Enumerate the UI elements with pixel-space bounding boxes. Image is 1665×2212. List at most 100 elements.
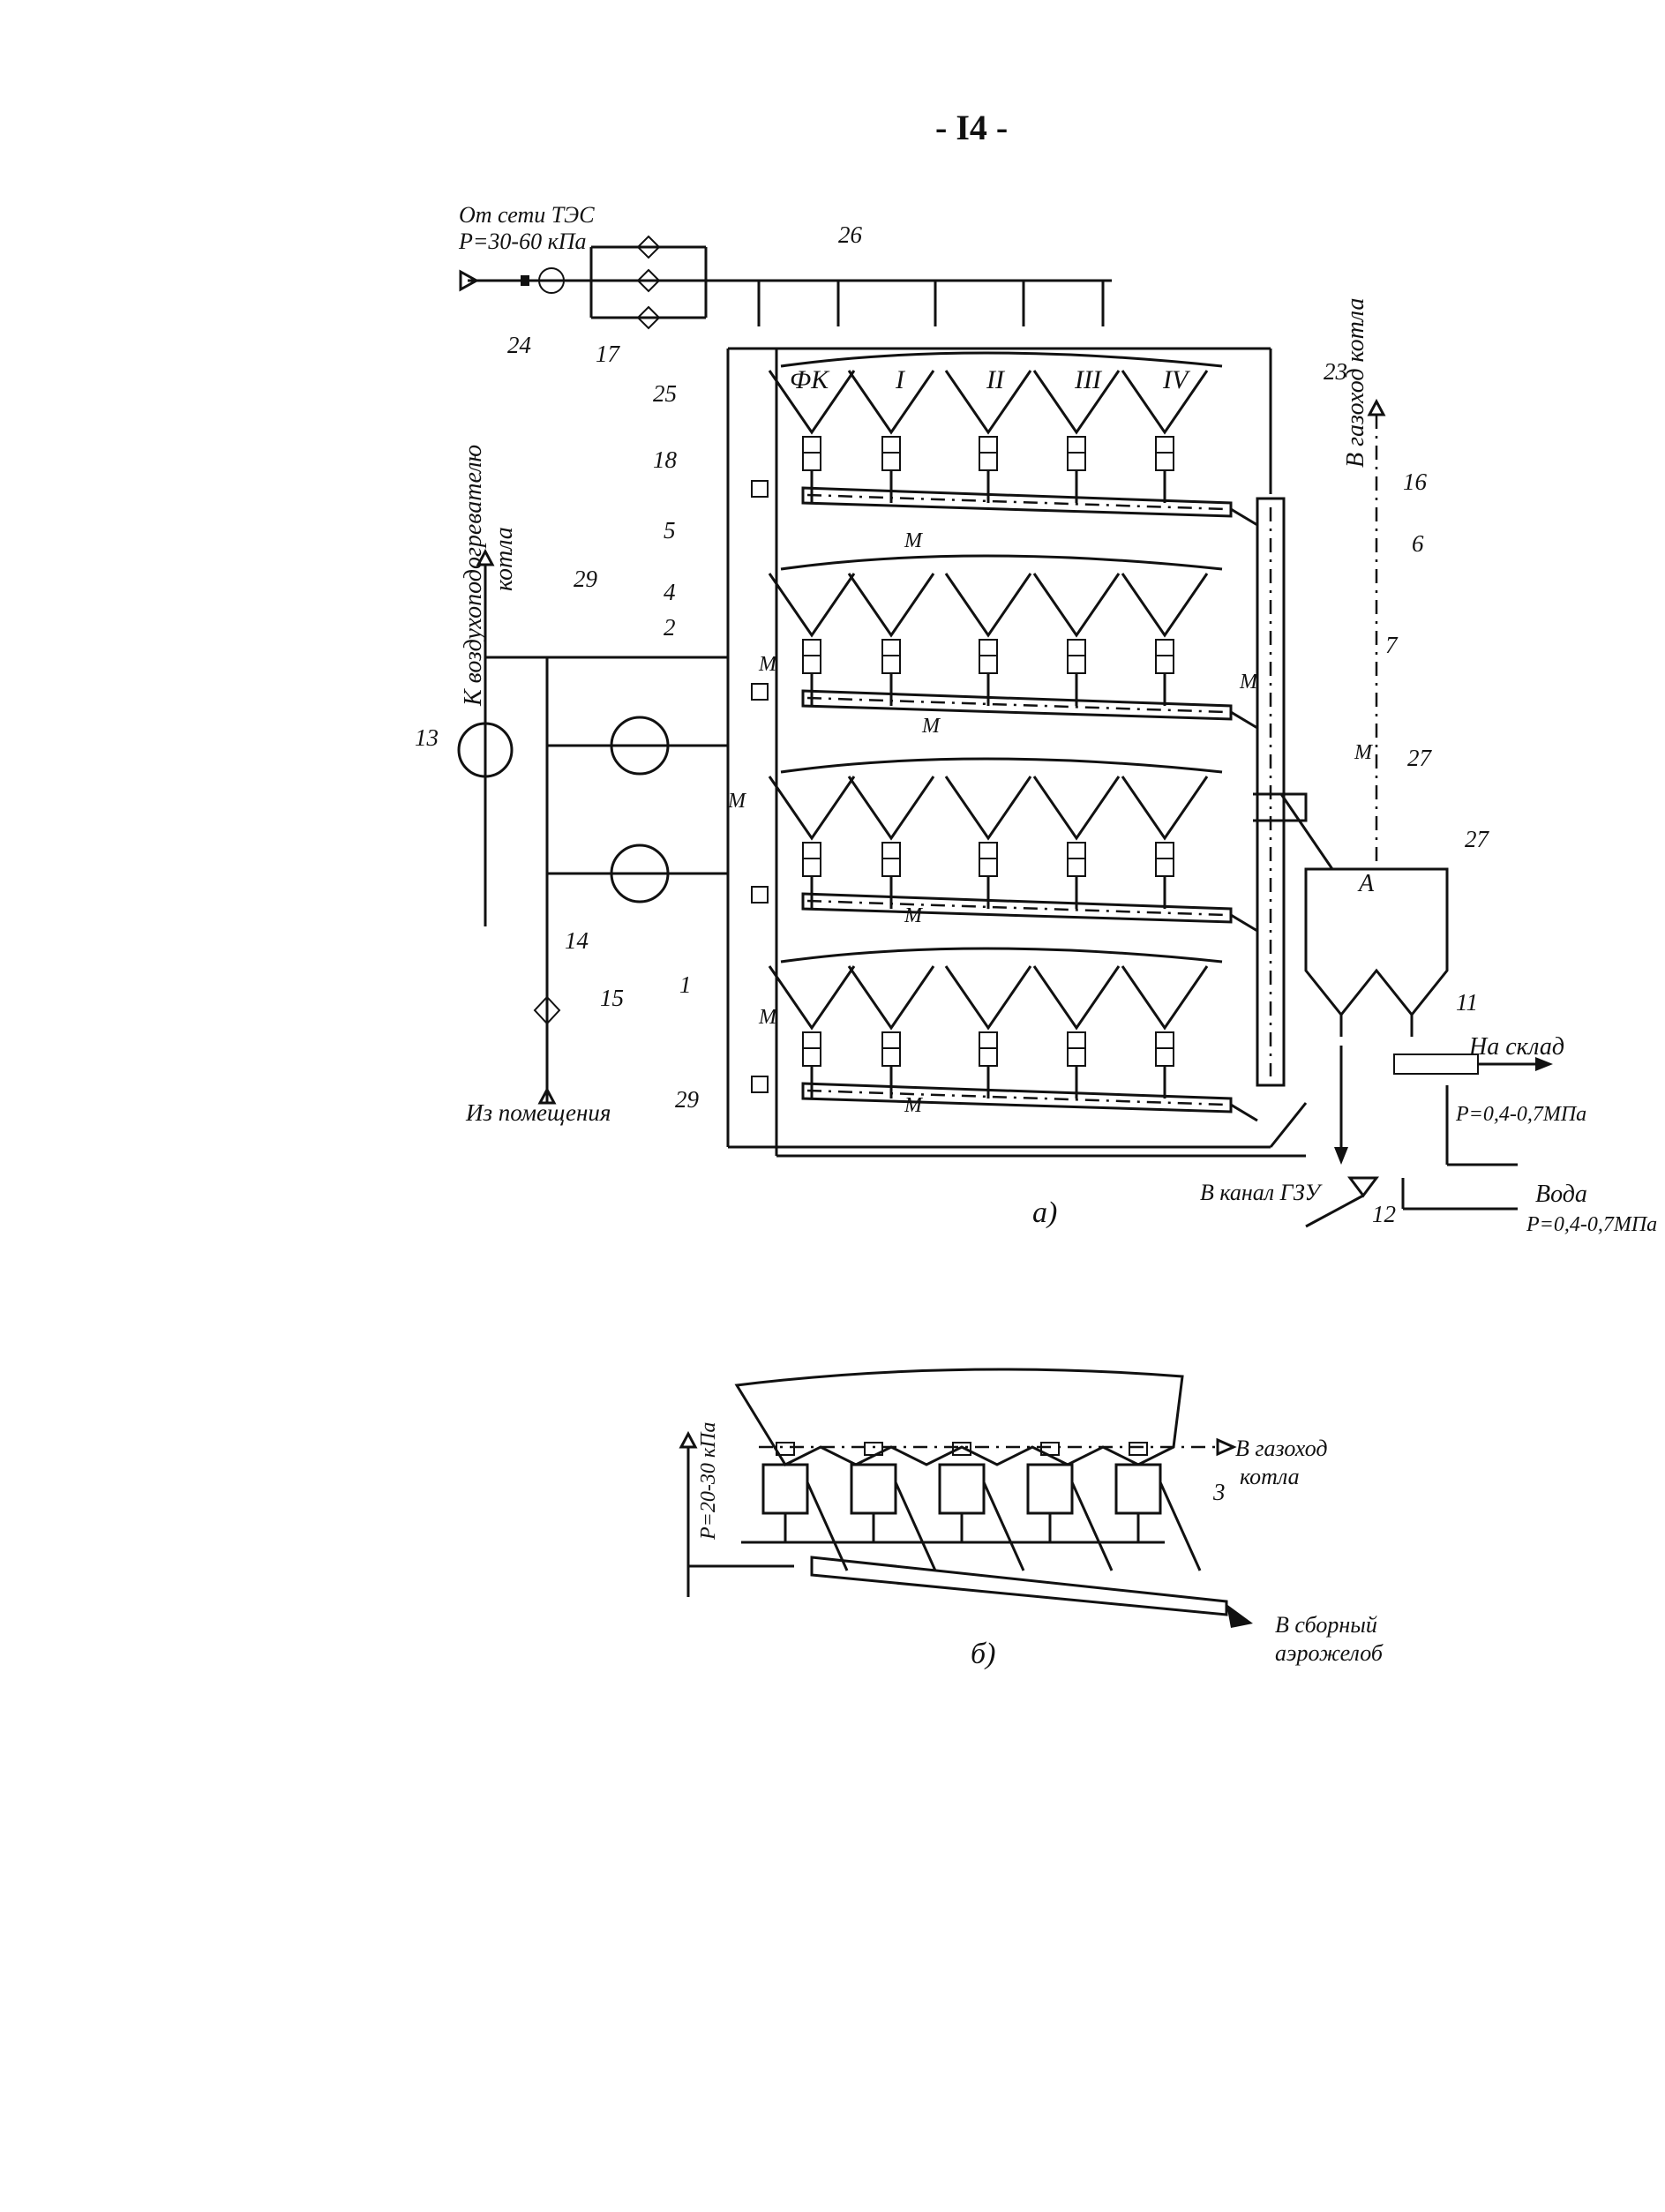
caption-a: а) <box>1032 1196 1057 1229</box>
valve-block <box>1129 1442 1148 1456</box>
valve-block <box>1067 436 1086 454</box>
damper-block <box>802 655 821 674</box>
damper-block <box>1067 1047 1086 1067</box>
source-label: От сети ТЭС <box>459 202 595 228</box>
trough-label: В сборный <box>1275 1612 1377 1638</box>
callout-number: 29 <box>675 1086 700 1113</box>
valve-block <box>979 842 998 859</box>
chute-link <box>1230 1103 1258 1122</box>
filter-15-icon <box>533 995 561 1025</box>
callout-number: 29 <box>574 566 598 592</box>
damper-block <box>881 858 901 877</box>
hopper <box>768 573 856 638</box>
hopper <box>1121 965 1209 1031</box>
hopper <box>944 573 1032 638</box>
warehouse-label: На склад <box>1468 1033 1564 1061</box>
callout-number: 5 <box>664 517 676 544</box>
valve-block <box>979 639 998 656</box>
hopper <box>1121 573 1209 638</box>
damper-block <box>1067 655 1086 674</box>
damper-icon <box>751 683 769 701</box>
meter-label: М <box>904 1094 924 1117</box>
meter-label: М <box>758 653 778 676</box>
pump-units-b <box>761 1442 1202 1571</box>
fan-13-icon <box>457 722 514 778</box>
callout-number: 27 <box>1407 745 1433 771</box>
pump-body <box>1114 1463 1162 1515</box>
valve-block <box>1155 842 1174 859</box>
callout-number: 12 <box>1372 1201 1396 1227</box>
ejector-icon <box>1347 1176 1379 1198</box>
hopper <box>944 370 1032 435</box>
valve-block <box>802 1031 821 1049</box>
damper-block <box>802 1047 821 1067</box>
valve-block <box>1155 1031 1174 1049</box>
damper-block <box>1155 1047 1174 1067</box>
callout-number: 13 <box>415 724 439 751</box>
hopper <box>1032 965 1121 1031</box>
hopper <box>1032 776 1121 841</box>
fan-icon <box>610 716 670 776</box>
meter-label: М <box>904 904 924 927</box>
aerochute-dash <box>806 899 1227 917</box>
callout-number: 1 <box>679 971 692 998</box>
hopper <box>847 776 935 841</box>
aerochute-dash <box>806 493 1227 511</box>
discharge-line <box>806 1481 849 1571</box>
arrow-icon <box>1334 1147 1348 1165</box>
aerochute <box>801 1082 1233 1113</box>
discharge-line <box>982 1481 1025 1571</box>
meter-label: М <box>727 790 747 813</box>
hopper-row <box>751 554 1258 730</box>
callout-number: 11 <box>1456 989 1478 1016</box>
damper-icon <box>751 1076 769 1093</box>
valve-block <box>1067 842 1086 859</box>
room-intake-label: Из помещения <box>465 1099 611 1126</box>
filter-icon <box>636 235 661 259</box>
valve-block <box>1067 639 1086 656</box>
damper-block <box>979 1047 998 1067</box>
field-label: II <box>986 365 1006 394</box>
damper-block <box>1155 452 1174 471</box>
hopper <box>1121 370 1209 435</box>
intake-arrow-icon <box>537 1086 557 1105</box>
callout-number: 6 <box>1412 530 1424 557</box>
pump-body <box>850 1463 897 1515</box>
damper-icon <box>751 480 769 498</box>
compressor-icon <box>538 267 565 294</box>
pump-unit <box>1026 1442 1114 1571</box>
filter-icon <box>636 268 661 293</box>
field-label: III <box>1074 365 1103 394</box>
valve-block <box>881 436 901 454</box>
meter-label: М <box>758 1006 778 1029</box>
hopper <box>768 965 856 1031</box>
callout-number: 24 <box>507 332 531 358</box>
callout-number: 15 <box>600 985 624 1011</box>
valve-block <box>952 1442 971 1456</box>
flue-label-b: В газоход <box>1235 1436 1328 1461</box>
trough-label-2: аэрожелоб <box>1275 1640 1384 1666</box>
damper-block <box>979 655 998 674</box>
hopper <box>1121 776 1209 841</box>
filter-icon <box>636 305 661 330</box>
flue-arrow-icon <box>1216 1437 1237 1457</box>
meter-label: М <box>1239 671 1259 694</box>
callout-number: 17 <box>596 341 621 367</box>
hopper-row <box>751 757 1258 933</box>
chute-link <box>1230 507 1258 527</box>
field-label: ФК <box>790 365 830 394</box>
damper-block <box>802 858 821 877</box>
diagram-b: P=20-30 кПа В газоход котла В сборный аэ… <box>679 1368 1384 1670</box>
flue-label: В газоход котла <box>1342 298 1369 468</box>
pump-body <box>761 1463 809 1515</box>
arrow-icon <box>1535 1057 1553 1071</box>
field-label: IV <box>1162 365 1191 394</box>
discharge-line <box>894 1481 937 1571</box>
supply-line <box>459 235 1112 330</box>
damper-block <box>1155 858 1174 877</box>
callout-number: 25 <box>653 380 677 407</box>
